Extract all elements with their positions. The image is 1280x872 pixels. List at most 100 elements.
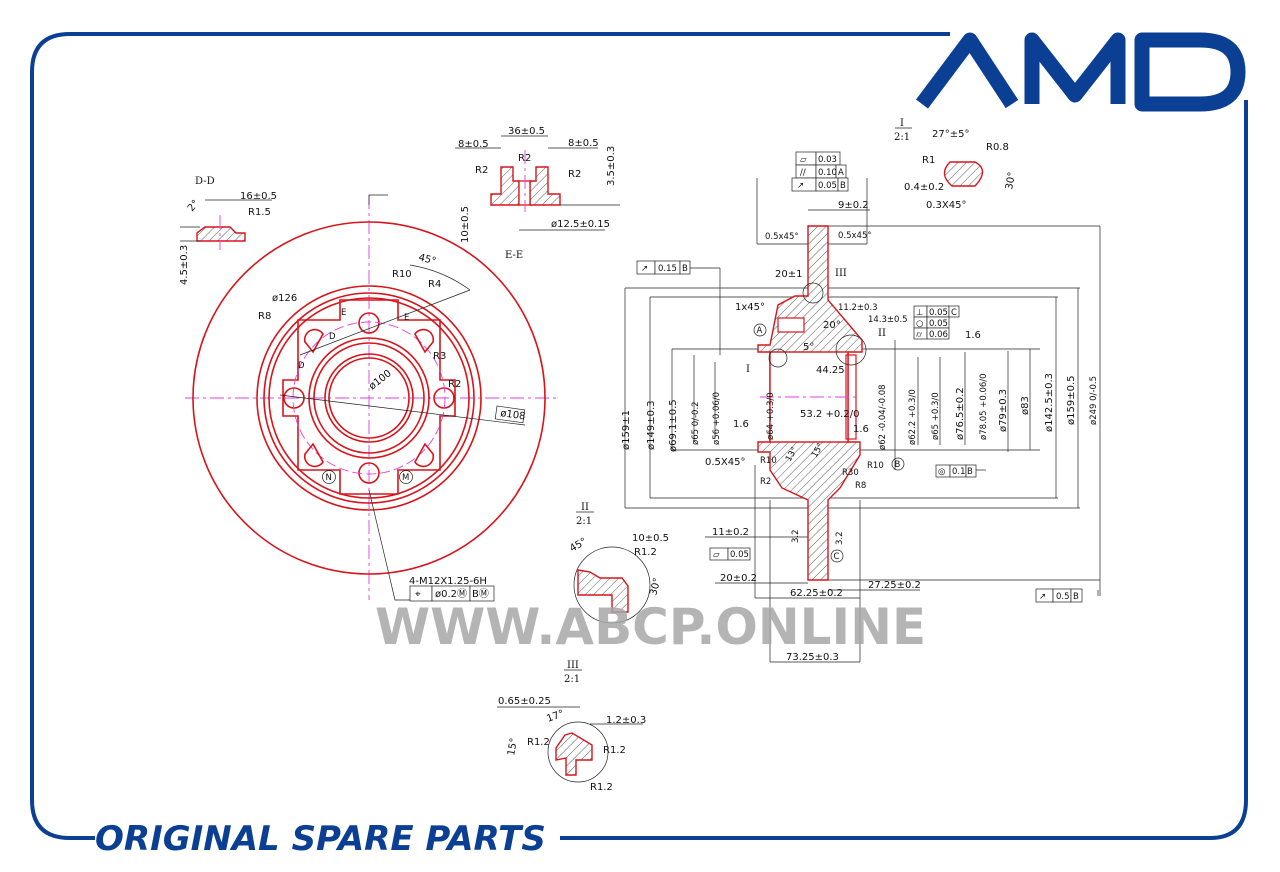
dimension-label: I	[900, 118, 904, 129]
dimension-label: 0.10	[818, 168, 837, 178]
dimension-label: ⌭	[916, 330, 923, 340]
detail-ii: II 2:1 10±0.5 R1.2 45° 30°	[568, 502, 669, 624]
dimension-label: III	[835, 268, 847, 279]
dimension-label: 0.03	[818, 155, 837, 165]
dimension-label: R1.2	[527, 737, 550, 748]
dimension-label: 0.1	[952, 467, 966, 477]
dimension-label: I	[746, 364, 750, 375]
front-d108: ø108	[500, 408, 527, 422]
dimension-label: 30°	[1004, 171, 1018, 190]
dimension-label: C	[951, 308, 957, 318]
dimension-label: C	[834, 552, 840, 562]
dimension-label: 1.6	[733, 419, 749, 430]
footer-brand-text: ORIGINAL SPARE PARTS	[95, 819, 546, 859]
dimension-label: //	[800, 168, 806, 178]
ee-right: 8±0.5	[568, 138, 599, 149]
fcf-flatness: ▱0.05	[709, 547, 751, 561]
section-dd: D-D 16±0.5 R1.5 2° 4.5±0.3	[179, 176, 277, 285]
dimension-label: ↗	[641, 264, 648, 274]
ee-depth: 3.5±0.3	[606, 146, 617, 186]
dimension-label: 3.2	[791, 529, 801, 543]
ii-radius: R1.2	[634, 547, 657, 558]
dimension-label: 5°	[803, 342, 814, 353]
watermark: WWW.ABCP.ONLINE	[375, 598, 926, 656]
dimension-label: 0.65±0.25	[498, 696, 551, 707]
ee-r-left: R2	[475, 165, 488, 176]
dimension-label: BⓂ	[472, 588, 489, 600]
dimension-label: 9±0.2	[838, 200, 869, 211]
ee-height: 10±0.5	[460, 206, 471, 243]
dimension-label: B	[1073, 592, 1079, 602]
frame-border	[30, 32, 1248, 840]
dimension-label: 20±1	[775, 269, 802, 280]
front-r3: R3	[433, 351, 446, 362]
dimension-label: 0.5x45°	[765, 232, 799, 242]
dimension-label: 0.5X45°	[705, 457, 745, 468]
dimension-label: 0.05	[929, 308, 948, 318]
dimension-label: 0.3X45°	[926, 200, 966, 211]
dimension-label: R8	[855, 481, 866, 491]
ee-hole: ø12.5±0.15	[551, 219, 610, 230]
front-d126: ø126	[272, 293, 297, 304]
dimension-label: 1.6	[853, 424, 869, 435]
dimension-label: R2	[760, 477, 771, 487]
dimension-label: ø83	[1020, 396, 1031, 415]
dimension-label: ⌖	[415, 589, 421, 600]
thread-callout: 4-M12X1.25-6H	[409, 576, 487, 587]
dimension-label: ø149±0.3	[646, 401, 657, 451]
dimension-label: 0.5x45°	[838, 231, 872, 241]
position-fcf: ⌖ ø0.2Ⓜ BⓂ	[409, 585, 495, 602]
dimension-label: R1.2	[603, 745, 626, 756]
dimension-label: 20±0.2	[720, 573, 757, 584]
dimension-label: 3.2	[835, 531, 845, 545]
ii-angle1: 45°	[568, 536, 589, 554]
dimension-label: 11±0.2	[712, 527, 749, 538]
ii-width: 10±0.5	[632, 533, 669, 544]
dimension-label: ø62.2 +0.3/0	[908, 389, 918, 445]
front-r10: R10	[392, 269, 412, 280]
dimension-label: A	[838, 168, 844, 178]
dimension-label: II	[878, 328, 886, 339]
dimension-label: ø142.5±0.3	[1044, 373, 1055, 432]
front-angle: 45°	[417, 252, 437, 267]
dimension-label: R1.2	[590, 782, 613, 793]
cut-e-left: E	[341, 308, 346, 318]
dimension-label: ø69.1±0.5	[668, 399, 679, 452]
dimension-label: 0.05	[818, 181, 837, 191]
dimension-label: III	[567, 660, 579, 671]
dimension-label: 1x45°	[735, 302, 765, 313]
diameter-dimensions: ø159±1 ø149±0.3 ø69.1±0.5 ø65 0/-0.2 ø56…	[621, 373, 1099, 452]
mark-n: N	[326, 473, 332, 483]
dimension-label: 53.2 +0.2/0	[800, 409, 859, 420]
dimension-label: ⊥	[916, 308, 923, 318]
dimension-label: B	[967, 467, 973, 477]
ee-left: 8±0.5	[458, 139, 489, 150]
dimension-label: ø249 0/-0.5	[1089, 376, 1099, 425]
dimension-label: 20°	[823, 320, 841, 331]
cut-d-bottom: D	[298, 361, 305, 371]
detail-i: I 2:1 27°±5° R0.8 R1 0.4±0.2 0.3X45° 30°	[894, 118, 1018, 211]
dimension-label: ↗	[1039, 592, 1046, 602]
dimension-label: ø78.05 +0.06/0	[979, 373, 989, 440]
section-ee: 36±0.5 8±0.5 8±0.5 R2 R2 R2 3.5±0.3 10±0…	[455, 126, 620, 261]
dimension-label: 17°	[545, 708, 565, 724]
front-d100: ø100	[367, 368, 394, 392]
dimension-label: 27°±5°	[932, 129, 969, 140]
dimension-label: ø76.5±0.2	[955, 387, 966, 440]
dimension-label: B	[682, 264, 688, 274]
mark-m: M	[402, 473, 409, 483]
dimension-label: 0.15	[658, 264, 677, 274]
dimension-label: B	[840, 181, 846, 191]
dimension-label: ▱	[800, 155, 807, 165]
dd-width: 16±0.5	[240, 191, 277, 202]
amd-logo	[916, 32, 1246, 112]
front-r8: R8	[258, 311, 271, 322]
disc-front-view: 45° R10 R4 ø126 R8 R3 R2 ø100 ø108 E E D…	[185, 194, 560, 602]
dimension-label: ø0.2Ⓜ	[435, 588, 467, 600]
dd-radius: R1.5	[248, 207, 271, 218]
